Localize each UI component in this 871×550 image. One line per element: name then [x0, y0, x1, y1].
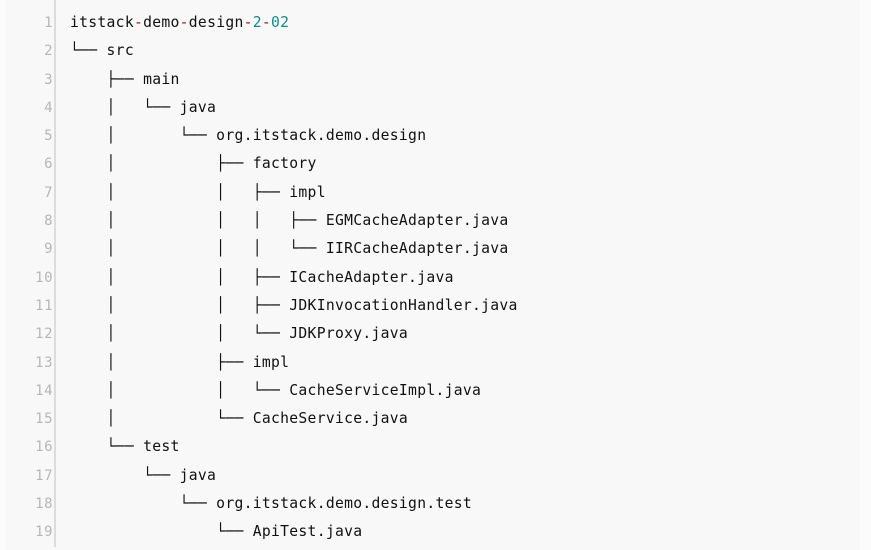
code-line: │ │ ├── ICacheAdapter.java: [70, 268, 454, 286]
token-number: 2: [252, 14, 262, 31]
line-number: 15: [35, 411, 53, 428]
code-line: │ │ ├── JDKInvocationHandler.java: [70, 296, 518, 314]
line-number: 1: [44, 15, 53, 31]
token-text: itstack: [70, 14, 134, 31]
code-line: │ └── org.itstack.demo.design: [70, 127, 427, 145]
code-line: │ │ │ └── IIRCacheAdapter.java: [70, 240, 509, 258]
code-line: │ │ ├── impl: [70, 183, 326, 201]
token-punctuation: -: [243, 14, 253, 31]
token-punctuation: -: [261, 14, 272, 31]
line-number: 6: [44, 156, 53, 173]
code-line: └── ApiTest.java: [70, 523, 363, 541]
code-line: │ ├── impl: [70, 353, 290, 371]
line-number: 19: [35, 524, 53, 541]
code-line: │ │ └── CacheServiceImpl.java: [70, 381, 482, 399]
line-number: 17: [35, 467, 53, 484]
line-number: 7: [44, 184, 53, 201]
code-line: │ ├── factory: [70, 155, 317, 173]
line-number: 2: [44, 43, 53, 60]
line-number: 9: [44, 241, 53, 258]
code-line: └── test: [70, 438, 180, 456]
line-number: 16: [35, 439, 53, 456]
code-line: └── src: [70, 42, 134, 60]
token-text: demo: [143, 14, 180, 31]
line-number: 18: [35, 496, 53, 513]
token-punctuation: -: [179, 14, 189, 31]
code-line: ├── main: [70, 70, 180, 88]
code-line: itstack-demo-design-2-02: [70, 9, 871, 37]
line-number: 14: [35, 382, 53, 399]
code-content: itstack-demo-design-2-02└── src ├── main…: [56, 0, 871, 547]
token-number: 02: [271, 14, 290, 31]
line-number: 5: [44, 128, 53, 145]
token-text: design: [188, 14, 244, 31]
code-line: │ └── java: [70, 98, 217, 116]
code-line: │ └── CacheService.java: [70, 410, 409, 428]
line-number: 8: [44, 213, 53, 230]
line-number: 13: [35, 354, 53, 371]
code-line: │ │ │ ├── EGMCacheAdapter.java: [70, 212, 509, 230]
line-number: 3: [44, 71, 53, 88]
code-line: └── java: [70, 466, 217, 484]
line-number: 11: [35, 297, 53, 314]
code-line: │ │ └── JDKProxy.java: [70, 325, 409, 343]
code-line: └── org.itstack.demo.design.test: [70, 495, 473, 513]
line-number: 10: [35, 269, 53, 286]
line-number: 12: [35, 326, 53, 343]
token-punctuation: -: [133, 14, 144, 31]
line-number: 4: [44, 99, 53, 116]
